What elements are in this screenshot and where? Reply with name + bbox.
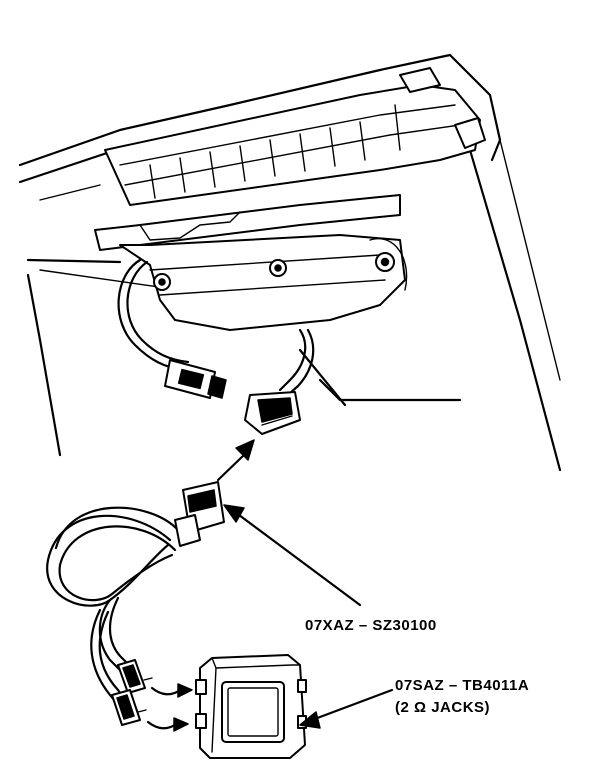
leader-line-tool	[299, 688, 394, 729]
dashboard-assembly	[18, 53, 562, 472]
tool-part-label: 07SAZ – TB4011A	[395, 677, 529, 694]
dash-connector-right	[244, 391, 301, 435]
dummy-load-tool	[195, 654, 307, 759]
connect-arrow	[216, 439, 255, 482]
leader-line-harness	[223, 504, 362, 607]
banana-jack-lower	[111, 689, 147, 726]
test-harness-connector	[174, 481, 225, 547]
jack-arrows	[146, 683, 193, 732]
harness-part-label: 07XAZ – SZ30100	[305, 617, 437, 634]
module-harness	[117, 258, 315, 397]
test-harness-cable	[46, 506, 180, 707]
banana-jack-upper	[117, 659, 153, 694]
dash-connector-left	[164, 359, 227, 399]
tool-note-label: (2 Ω JACKS)	[395, 699, 490, 716]
